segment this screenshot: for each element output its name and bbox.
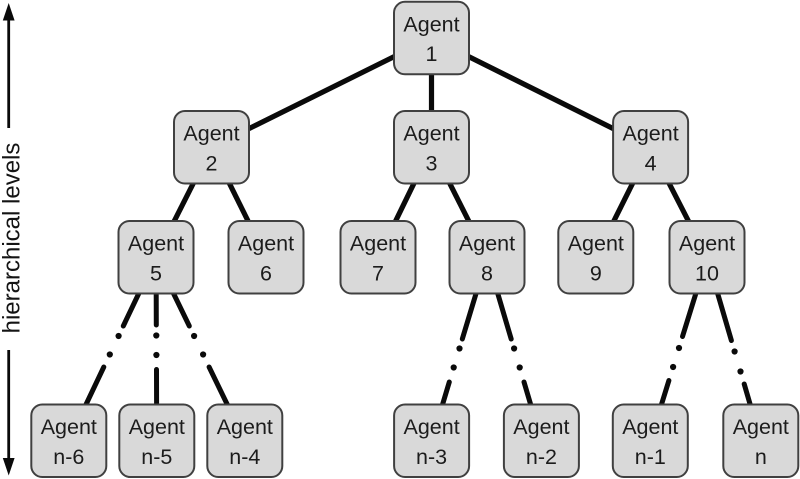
svg-text:7: 7 xyxy=(372,261,384,285)
svg-text:n-2: n-2 xyxy=(526,445,557,469)
svg-text:Agent: Agent xyxy=(128,232,184,256)
svg-text:n-4: n-4 xyxy=(229,445,260,469)
svg-text:Agent: Agent xyxy=(238,232,294,256)
svg-text:8: 8 xyxy=(481,261,493,285)
svg-text:Agent: Agent xyxy=(350,232,406,256)
svg-text:n-1: n-1 xyxy=(635,445,666,469)
svg-text:Agent: Agent xyxy=(459,232,515,256)
svg-text:6: 6 xyxy=(260,261,272,285)
svg-text:Agent: Agent xyxy=(679,232,735,256)
svg-text:9: 9 xyxy=(590,261,602,285)
svg-text:Agent: Agent xyxy=(623,122,679,146)
svg-text:3: 3 xyxy=(426,151,438,175)
svg-text:Agent: Agent xyxy=(41,415,97,439)
svg-text:Agent: Agent xyxy=(568,232,624,256)
svg-text:Agent: Agent xyxy=(129,415,185,439)
svg-text:2: 2 xyxy=(206,151,218,175)
svg-text:5: 5 xyxy=(150,261,162,285)
svg-text:Agent: Agent xyxy=(622,415,678,439)
svg-text:n-5: n-5 xyxy=(141,445,172,469)
svg-text:Agent: Agent xyxy=(403,13,459,37)
svg-text:Agent: Agent xyxy=(403,122,459,146)
svg-text:Agent: Agent xyxy=(217,415,273,439)
svg-text:n: n xyxy=(755,445,767,469)
svg-text:1: 1 xyxy=(426,42,438,66)
svg-text:Agent: Agent xyxy=(733,415,789,439)
svg-text:Agent: Agent xyxy=(513,415,569,439)
svg-text:10: 10 xyxy=(695,261,719,285)
svg-text:Agent: Agent xyxy=(183,122,239,146)
svg-text:n-3: n-3 xyxy=(416,445,447,469)
svg-text:Agent: Agent xyxy=(404,415,460,439)
svg-text:4: 4 xyxy=(645,151,657,175)
svg-text:hierarchical levels: hierarchical levels xyxy=(0,143,26,334)
svg-text:n-6: n-6 xyxy=(53,445,84,469)
